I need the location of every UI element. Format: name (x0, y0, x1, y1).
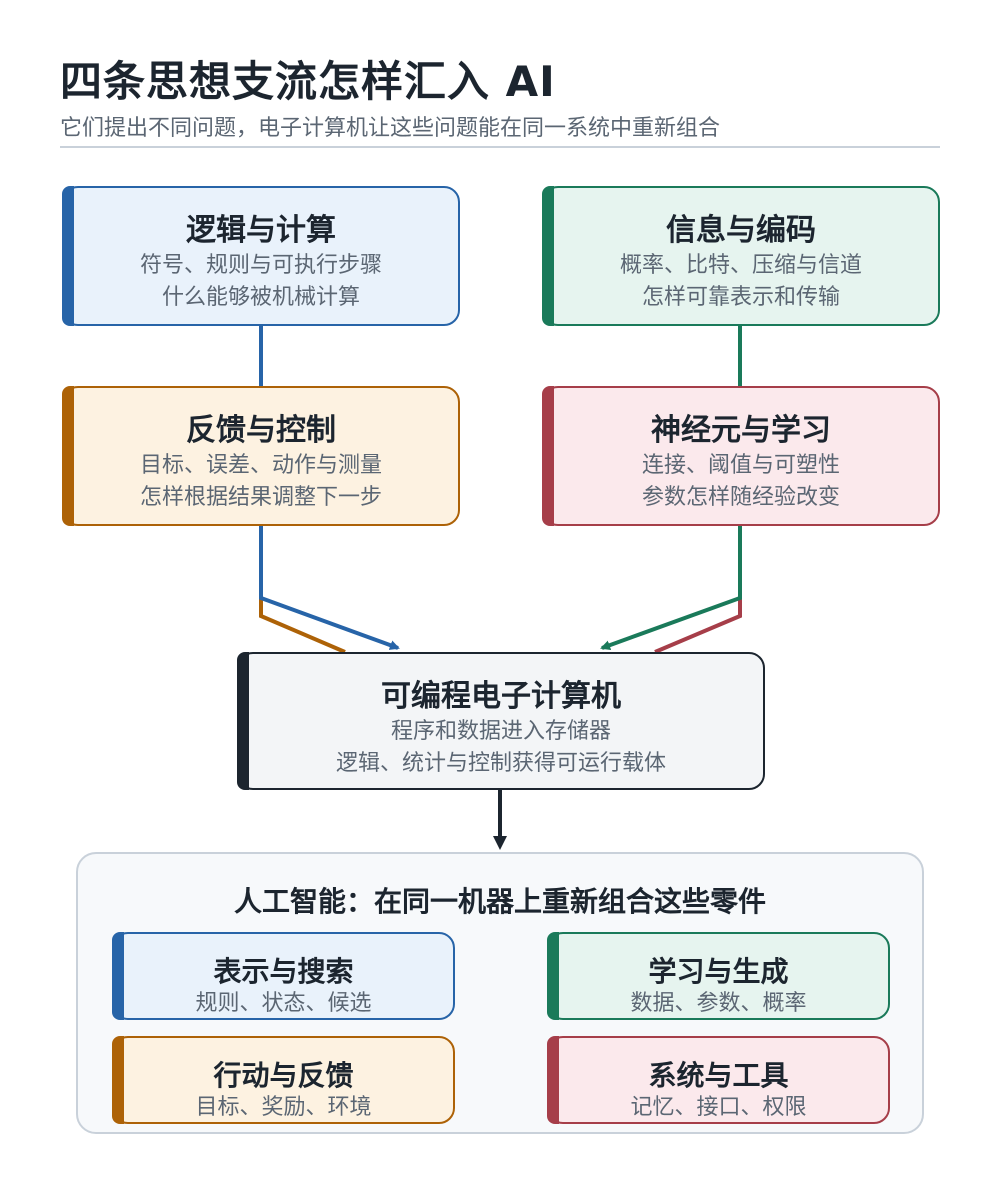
card-title: 表示与搜索 (213, 955, 354, 988)
card-line: 逻辑、统计与控制获得可运行载体 (335, 751, 666, 776)
ai-panel-title: 人工智能：在同一机器上重新组合这些零件 (233, 885, 766, 918)
page-subtitle: 它们提出不同问题，电子计算机让这些问题能在同一系统中重新组合 (60, 116, 721, 141)
card-systems-tools: 系统与工具 记忆、接口、权限 (547, 1036, 890, 1124)
card-line: 怎样根据结果调整下一步 (139, 485, 382, 510)
card-representation-search: 表示与搜索 规则、状态、候选 (112, 932, 455, 1020)
accent-bar (547, 932, 559, 1020)
card-line: 参数怎样随经验改变 (641, 485, 840, 510)
accent-bar (542, 186, 554, 326)
card-line: 连接、阈值与可塑性 (641, 453, 840, 478)
accent-bar (547, 1036, 559, 1124)
accent-bar (112, 932, 124, 1020)
connector-feedback (259, 526, 346, 654)
card-logic-computation: 逻辑与计算 符号、规则与可执行步骤 什么能够被机械计算 (62, 186, 460, 326)
card-information-coding: 信息与编码 概率、比特、压缩与信道 怎样可靠表示和传输 (542, 186, 940, 326)
card-line: 符号、规则与可执行步骤 (139, 253, 382, 278)
header-divider (60, 146, 940, 148)
card-title: 信息与编码 (666, 213, 816, 248)
card-feedback-control: 反馈与控制 目标、误差、动作与测量 怎样根据结果调整下一步 (62, 386, 460, 526)
card-learning-generation: 学习与生成 数据、参数、概率 (547, 932, 890, 1020)
card-title: 可编程电子计算机 (381, 679, 621, 714)
accent-bar (112, 1036, 124, 1124)
card-line: 什么能够被机械计算 (161, 285, 360, 310)
card-title: 反馈与控制 (186, 413, 336, 448)
accent-bar (542, 386, 554, 526)
accent-bar (62, 186, 74, 326)
accent-bar (62, 386, 74, 526)
card-line: 怎样可靠表示和传输 (641, 285, 840, 310)
card-title: 学习与生成 (648, 955, 789, 988)
card-line: 目标、误差、动作与测量 (139, 453, 382, 478)
arrowhead-computer-ai (493, 836, 507, 850)
page-title: 四条思想支流怎样汇入 AI (60, 57, 556, 106)
card-line: 规则、状态、候选 (195, 991, 372, 1016)
card-title: 逻辑与计算 (186, 213, 336, 248)
card-title: 行动与反馈 (213, 1059, 354, 1092)
card-neuron-learning: 神经元与学习 连接、阈值与可塑性 参数怎样随经验改变 (542, 386, 940, 526)
card-title: 系统与工具 (648, 1059, 789, 1092)
card-title: 神经元与学习 (651, 413, 831, 448)
card-line: 记忆、接口、权限 (630, 1095, 807, 1120)
card-line: 程序和数据进入存储器 (390, 719, 611, 744)
card-line: 目标、奖励、环境 (195, 1095, 372, 1120)
card-line: 概率、比特、压缩与信道 (619, 253, 862, 278)
card-line: 数据、参数、概率 (630, 991, 807, 1016)
card-programmable-computer: 可编程电子计算机 程序和数据进入存储器 逻辑、统计与控制获得可运行载体 (237, 652, 765, 790)
connector-neuron (654, 526, 742, 654)
card-action-feedback: 行动与反馈 目标、奖励、环境 (112, 1036, 455, 1124)
accent-bar (237, 652, 249, 790)
